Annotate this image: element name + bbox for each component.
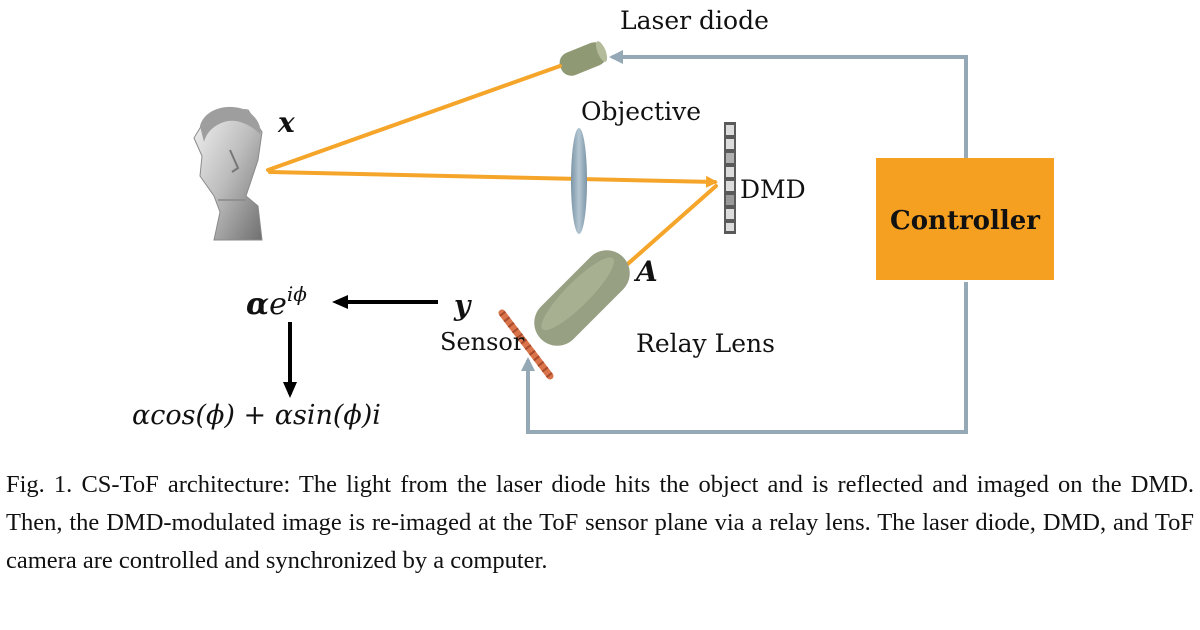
- relay-lens: [534, 250, 630, 346]
- sensor-label: Sensor: [440, 328, 525, 356]
- measurement-symbol: y: [453, 289, 472, 322]
- laser-to-object-ray: [266, 64, 562, 172]
- laser-diode: [559, 41, 608, 76]
- decomposition-expression: αcos(ϕ) + αsin(ϕ)i: [132, 400, 381, 431]
- laser-diode-label: Laser diode: [620, 6, 769, 35]
- phasor-e: e: [269, 287, 287, 322]
- dmd-label: DMD: [740, 175, 806, 204]
- control-wires: [521, 50, 968, 434]
- object-symbol: x: [277, 106, 295, 139]
- phasor-alpha: α: [246, 287, 269, 322]
- matrix-symbol: A: [633, 255, 658, 288]
- phasor-exponent: iϕ: [287, 282, 307, 306]
- object-to-dmd-ray: [268, 170, 718, 188]
- caption-label: Fig. 1.: [6, 471, 73, 498]
- figure-caption: Fig. 1. CS-ToF architecture: The light f…: [6, 466, 1194, 580]
- david-bust-icon: [193, 106, 263, 241]
- controller-label: Controller: [890, 206, 1040, 236]
- tof-sensor: [498, 309, 554, 380]
- objective-lens: [571, 128, 587, 234]
- controller-to-laser-wire: [609, 50, 968, 158]
- controller-to-sensor-wire: [521, 282, 968, 434]
- relay-lens-label: Relay Lens: [636, 329, 775, 358]
- dmd-array: [724, 122, 736, 234]
- phasor-expression: αeiϕ: [246, 282, 307, 322]
- caption-text: CS-ToF architecture: The light from the …: [6, 471, 1195, 574]
- controller-box: [876, 158, 1054, 280]
- cs-tof-diagram: Controller Laser diode x Objective DMD: [132, 6, 1054, 434]
- objective-label: Objective: [581, 97, 701, 126]
